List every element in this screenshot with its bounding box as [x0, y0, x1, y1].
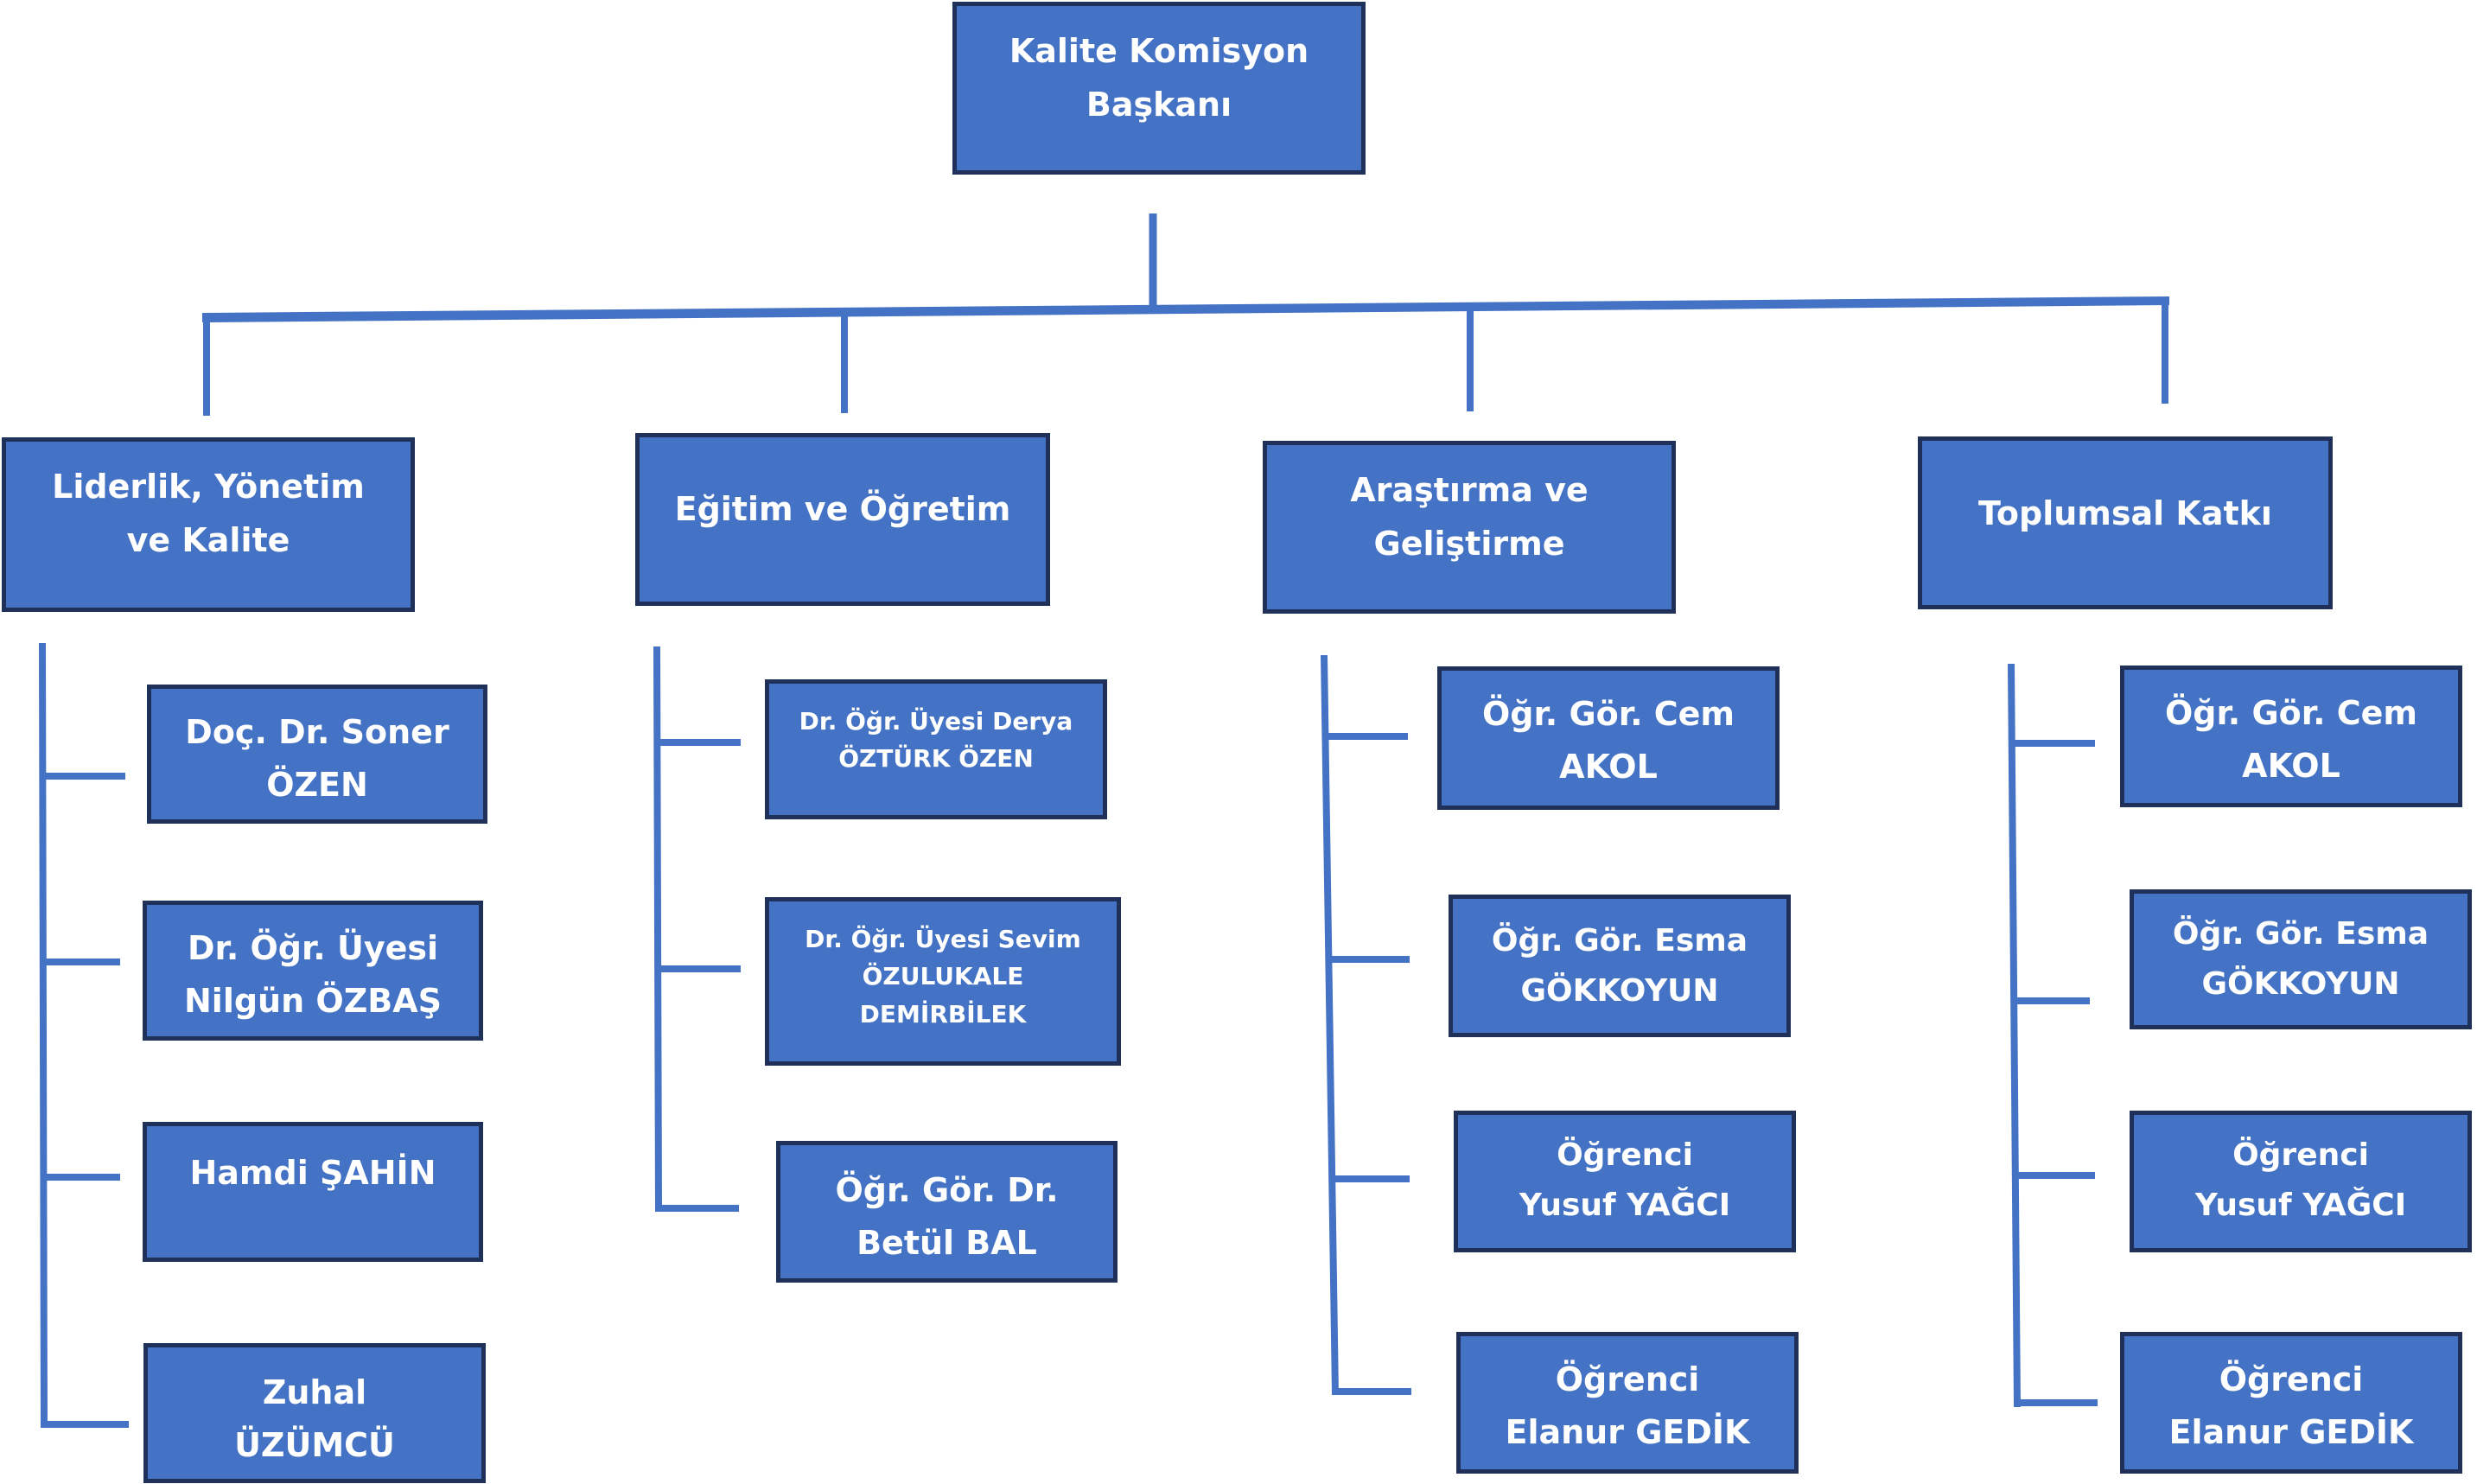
member-node: Öğr. Gör. Cem AKOL	[1437, 666, 1780, 810]
node-text-line: Öğrenci	[2219, 1360, 2364, 1398]
connector-unit-1-spine	[39, 642, 48, 1429]
node-text-line: ÖZEN	[266, 765, 368, 804]
member-node: Dr. Öğr. Üyesi Nilgün ÖZBAŞ	[143, 901, 483, 1041]
node-text-line: ÖZULUKALE	[862, 962, 1024, 991]
connector-unit-4-spine	[2008, 663, 2021, 1408]
node-text-line: ve Kalite	[126, 520, 290, 559]
member-node: Dr. Öğr. Üyesi Sevim ÖZULUKALE DEMİRBİLE…	[765, 897, 1121, 1066]
node-text-line: Eğitim ve Öğretim	[674, 490, 1011, 529]
member-node: Öğr. Gör. Esma GÖKKOYUN	[2130, 889, 2472, 1029]
member-node: Öğr. Gör. Dr. Betül BAL	[776, 1141, 1118, 1283]
node-text-line: AKOL	[2242, 746, 2340, 785]
member-node: Zuhal ÜZÜMCÜ	[143, 1343, 486, 1483]
member-node: Öğrenci Elanur GEDİK	[2120, 1332, 2462, 1474]
member-node: Öğrenci Elanur GEDİK	[1456, 1332, 1799, 1474]
member-node: Öğr. Gör. Esma GÖKKOYUN	[1449, 895, 1791, 1037]
node-text-line: Doç. Dr. Soner	[185, 713, 449, 751]
member-node: Hamdi ŞAHİN	[143, 1122, 483, 1262]
node-text-line: ÜZÜMCÜ	[234, 1425, 395, 1464]
node-text-line: Yusuf YAĞCI	[2194, 1187, 2407, 1223]
node-text-line: Toplumsal Katkı	[1978, 494, 2272, 533]
node-text-line: Öğr. Gör. Cem	[2164, 694, 2418, 732]
node-text-line: Öğrenci	[1555, 1360, 1700, 1398]
node-text-line: GÖKKOYUN	[2201, 965, 2400, 1002]
node-text-line: Dr. Öğr. Üyesi Sevim	[805, 925, 1081, 953]
node-text-line: Öğr. Gör. Dr.	[835, 1171, 1059, 1209]
connector-main-bar	[202, 296, 2169, 322]
root-node-quality-commission-chair: Kalite Komisyon Başkanı	[952, 2, 1366, 175]
unit-node-leadership: Liderlik, Yönetim ve Kalite	[2, 437, 415, 612]
member-node: Öğr. Gör. Cem AKOL	[2120, 666, 2462, 807]
node-text-line: Öğrenci	[1557, 1137, 1693, 1173]
node-text-line: Hamdi ŞAHİN	[189, 1154, 436, 1192]
connector-unit-3-spine	[1321, 654, 1339, 1396]
node-text-line: Nilgün ÖZBAŞ	[184, 981, 442, 1020]
node-text-line: Öğr. Gör. Esma	[2172, 916, 2429, 952]
node-text-line: Öğr. Gör. Cem	[1481, 695, 1735, 733]
node-text-line: Elanur GEDİK	[1505, 1412, 1750, 1451]
connector-unit-2-spine	[653, 646, 662, 1213]
node-text-line: Elanur GEDİK	[2168, 1412, 2414, 1451]
member-node: Öğrenci Yusuf YAĞCI	[1454, 1111, 1796, 1252]
member-node: Dr. Öğr. Üyesi Derya ÖZTÜRK ÖZEN	[765, 679, 1107, 819]
node-text-line: Öğrenci	[2232, 1137, 2369, 1173]
member-node: Öğrenci Yusuf YAĞCI	[2130, 1111, 2472, 1252]
unit-node-education: Eğitim ve Öğretim	[635, 433, 1050, 606]
node-text-line: Başkanı	[1086, 85, 1232, 124]
node-text-line: Geliştirme	[1373, 524, 1565, 563]
node-text-line: GÖKKOYUN	[1520, 972, 1719, 1009]
unit-node-research: Araştırma ve Geliştirme	[1263, 441, 1676, 614]
node-text-line: Zuhal	[262, 1373, 367, 1411]
node-text-line: Liderlik, Yönetim	[52, 468, 365, 506]
unit-node-community: Toplumsal Katkı	[1918, 436, 2333, 609]
node-text-line: ÖZTÜRK ÖZEN	[838, 744, 1034, 774]
node-text-line: Dr. Öğr. Üyesi Derya	[799, 707, 1073, 736]
node-text-line: AKOL	[1559, 747, 1658, 786]
node-text-line: DEMİRBİLEK	[859, 999, 1027, 1029]
member-node: Doç. Dr. Soner ÖZEN	[147, 685, 487, 824]
node-text-line: Araştırma ve	[1350, 471, 1589, 509]
node-text-line: Betül BAL	[856, 1223, 1037, 1262]
node-text-line: Yusuf YAĞCI	[1519, 1187, 1731, 1223]
node-text-line: Kalite Komisyon	[1009, 32, 1309, 70]
node-text-line: Öğr. Gör. Esma	[1491, 923, 1748, 959]
node-text-line: Dr. Öğr. Üyesi	[187, 929, 439, 967]
